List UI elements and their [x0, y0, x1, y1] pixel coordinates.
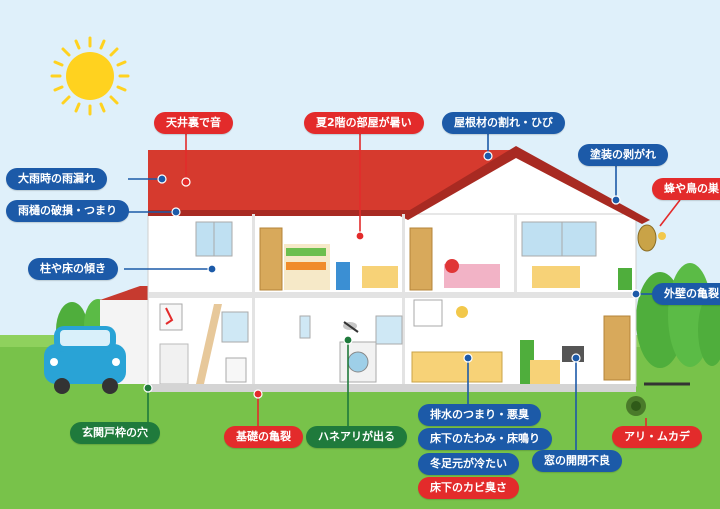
label-heavy-rain-leak[interactable]: 大雨時の雨漏れ — [6, 168, 107, 190]
label-outer-wall-crack[interactable]: 外壁の亀裂 — [652, 283, 720, 305]
sun-icon — [50, 36, 130, 116]
centipede-icon — [626, 382, 690, 416]
label-ants-centipedes[interactable]: アリ・ムカデ — [612, 426, 702, 448]
label-drain-clog-odor[interactable]: 排水のつまり・悪臭 — [418, 404, 541, 426]
label-entrance-frame-hole[interactable]: 玄関戸枠の穴 — [70, 422, 160, 444]
label-cold-feet-winter[interactable]: 冬足元が冷たい — [418, 453, 519, 475]
label-flying-ants[interactable]: ハネアリが出る — [306, 426, 407, 448]
label-foundation-crack[interactable]: 基礎の亀裂 — [224, 426, 303, 448]
label-underfloor-mold[interactable]: 床下のカビ臭さ — [418, 477, 519, 499]
main-roof — [148, 150, 516, 214]
upper-floor-rooms — [195, 221, 632, 291]
ground-floor-rooms — [148, 299, 636, 392]
gable-roof-edge — [400, 146, 650, 224]
label-bee-bird-nest[interactable]: 蜂や鳥の巣 — [652, 178, 720, 200]
bee-nest-icon — [637, 224, 666, 252]
label-paint-peel[interactable]: 塗装の剥がれ — [578, 144, 668, 166]
label-ceiling-noise[interactable]: 天井裏で音 — [154, 112, 233, 134]
label-window-trouble[interactable]: 窓の開閉不良 — [532, 450, 622, 472]
flying-ant-icon — [343, 321, 359, 333]
label-floor-sag[interactable]: 床下のたわみ・床鳴り — [418, 428, 552, 450]
label-roof-crack[interactable]: 屋根材の割れ・ひび — [442, 112, 565, 134]
label-pillar-tilt[interactable]: 柱や床の傾き — [28, 258, 118, 280]
car-icon — [44, 326, 126, 394]
label-gutter-damage[interactable]: 雨樋の破損・つまり — [6, 200, 129, 222]
label-summer-heat[interactable]: 夏2階の部屋が暑い — [304, 112, 424, 134]
